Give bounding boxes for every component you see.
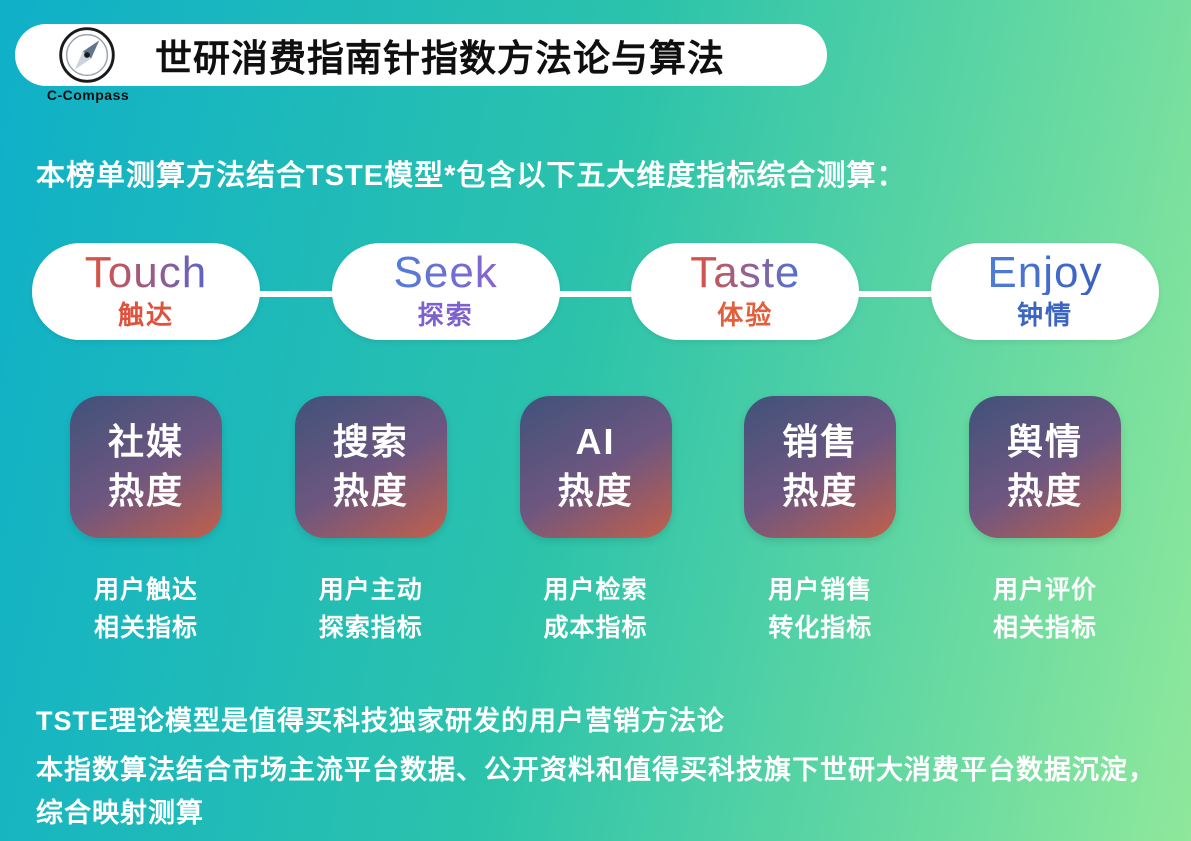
footnote-line: TSTE理论模型是值得买科技独家研发的用户营销方法论 (36, 706, 726, 736)
stage-en-label: Seek (393, 247, 498, 297)
compass-icon (59, 27, 115, 83)
tste-stage-enjoy: Enjoy 钟情 (930, 243, 1159, 340)
compass-logo (58, 26, 116, 84)
card-label-line1: 社媒 (107, 421, 184, 463)
dimension-captions-row: 用户触达 相关指标 用户主动 探索指标 用户检索 成本指标 用户销售 转化指标 … (0, 572, 1191, 647)
caption-line2: 成本指标 (543, 613, 648, 642)
card-label-line1: AI (575, 421, 616, 463)
tste-stage-touch: Touch 触达 (32, 243, 260, 340)
tste-stage-row: Touch 触达 Seek 探索 Taste 体验 Enjoy 钟情 (0, 243, 1191, 343)
caption-line1: 用户检索 (543, 576, 648, 604)
dimension-card-ai: AI 热度 (519, 396, 672, 538)
dimension-card-sentiment: 舆情 热度 (969, 396, 1121, 538)
dimension-caption-sales: 用户销售 转化指标 (744, 572, 896, 647)
stage-zh-label: 体验 (717, 300, 774, 331)
dimension-caption-ai: 用户检索 成本指标 (520, 572, 672, 647)
stage-en-label: Enjoy (987, 247, 1103, 297)
card-label-line2: 热度 (332, 470, 409, 511)
page-title: 世研消费指南针指数方法论与算法 (155, 38, 725, 79)
caption-line2: 相关指标 (992, 613, 1097, 642)
dimension-card-sales: 销售 热度 (744, 396, 897, 538)
card-label-line1: 销售 (782, 421, 859, 463)
tste-pills-container: Touch 触达 Seek 探索 Taste 体验 Enjoy 钟情 (0, 243, 1191, 340)
card-label-line2: 热度 (1006, 470, 1083, 511)
dimension-card-social: 社媒 热度 (70, 396, 222, 538)
stage-en-label: Taste (690, 247, 801, 297)
compass-logo-label: C-Compass (46, 87, 130, 103)
dimension-caption-sentiment: 用户评价 相关指标 (969, 572, 1121, 647)
dimension-cards-row: 社媒 热度 搜索 热度 AI 热度 销售 热度 舆情 热度 (0, 396, 1191, 538)
footnote-line: 本指数算法结合市场主流平台数据、公开资料和值得买科技旗下世研大消费平台数据沉淀，… (36, 754, 1156, 829)
footnotes: TSTE理论模型是值得买科技独家研发的用户营销方法论 本指数算法结合市场主流平台… (36, 700, 1162, 836)
connector-line (140, 291, 1071, 297)
intro-text: 本榜单测算方法结合TSTE模型*包含以下五大维度指标综合测算： (36, 160, 907, 192)
header-banner: 世研消费指南针指数方法论与算法 (15, 24, 827, 86)
tste-stage-taste: Taste 体验 (631, 243, 860, 340)
card-label-line2: 热度 (107, 470, 184, 511)
stage-zh-label: 钟情 (1016, 300, 1073, 331)
caption-line2: 转化指标 (768, 613, 873, 642)
card-label-line2: 热度 (782, 470, 859, 511)
caption-line1: 用户销售 (768, 576, 873, 604)
dimension-caption-search: 用户主动 探索指标 (295, 572, 447, 647)
caption-line2: 相关指标 (93, 613, 198, 642)
caption-line1: 用户触达 (93, 576, 198, 604)
caption-line1: 用户主动 (318, 576, 423, 604)
caption-line1: 用户评价 (992, 576, 1097, 604)
card-label-line1: 舆情 (1006, 421, 1083, 463)
stage-zh-label: 探索 (417, 300, 474, 331)
card-label-line1: 搜索 (332, 421, 409, 463)
stage-en-label: Touch (84, 247, 208, 297)
dimension-caption-social: 用户触达 相关指标 (70, 572, 222, 647)
dimension-card-search: 搜索 热度 (294, 396, 447, 538)
card-label-line2: 热度 (557, 470, 634, 511)
caption-line2: 探索指标 (318, 613, 423, 642)
stage-zh-label: 触达 (117, 300, 174, 331)
tste-stage-seek: Seek 探索 (331, 243, 560, 340)
